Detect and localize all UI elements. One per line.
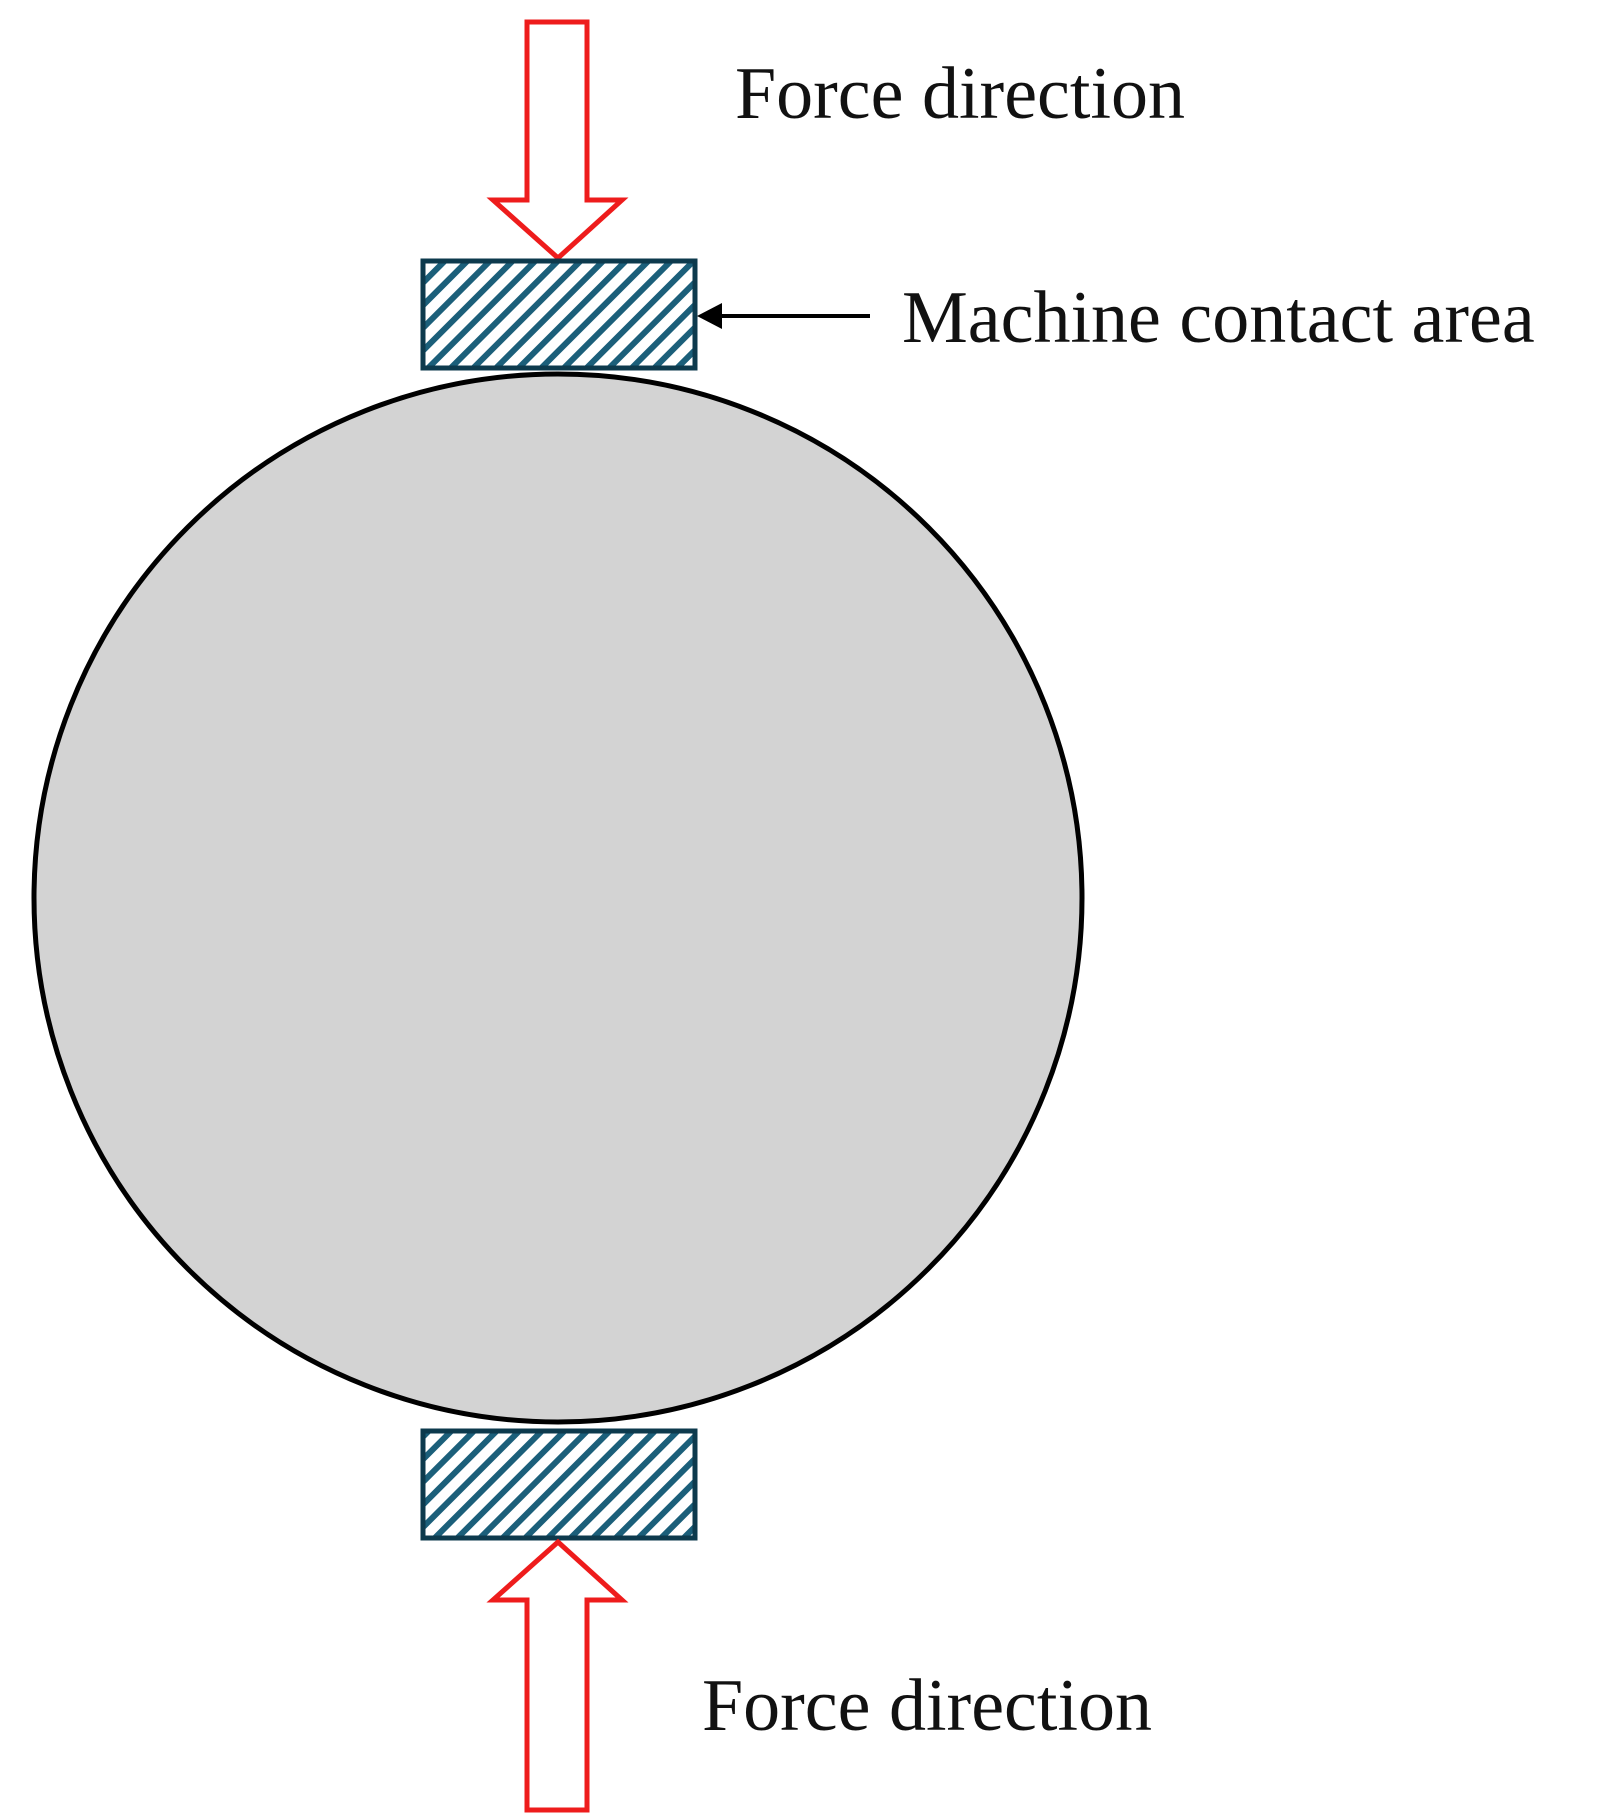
specimen-circle: [31, 371, 1085, 1425]
contact-area-pointer-head: [697, 303, 722, 329]
contact-area-label: Machine contact area: [902, 277, 1535, 359]
bottom-force-arrow: [486, 1538, 629, 1813]
top-force-label: Force direction: [735, 53, 1185, 135]
bottom-contact-plate: [420, 1428, 698, 1541]
top-force-arrow: [486, 19, 629, 262]
top-contact-plate: [420, 258, 698, 371]
bottom-force-label: Force direction: [702, 1665, 1152, 1747]
